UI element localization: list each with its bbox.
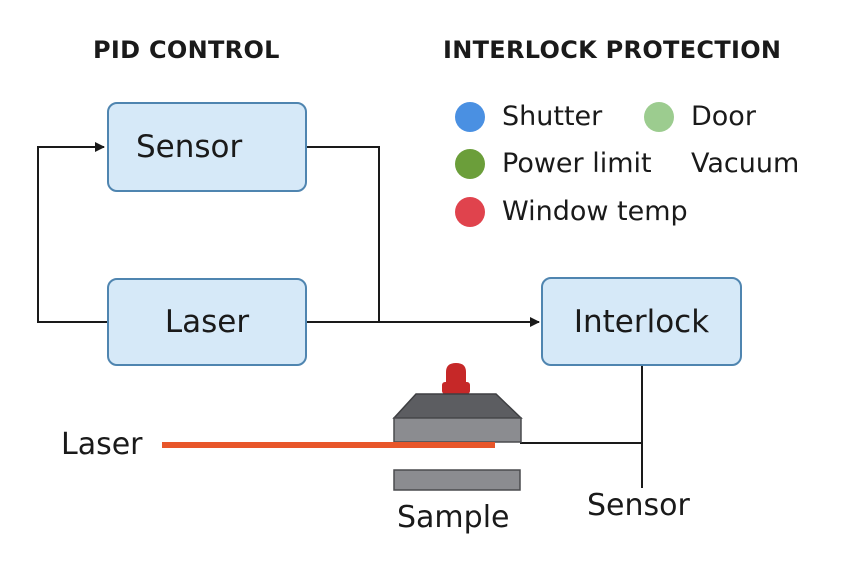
power-limit-dot-icon bbox=[455, 148, 485, 179]
sample-label: Sample bbox=[397, 500, 510, 535]
laser-box: Laser bbox=[107, 278, 307, 366]
laser-source-label: Laser bbox=[61, 427, 143, 462]
sensor-box-label: Sensor bbox=[136, 129, 243, 165]
legend-item-power-limit: Power limit bbox=[455, 148, 652, 179]
sample-plate bbox=[393, 469, 521, 491]
chamber-lid bbox=[392, 393, 523, 419]
legend-item-window-temp: Window temp bbox=[455, 196, 688, 227]
legend-item-vacuum: Vacuum bbox=[691, 148, 799, 179]
sensor-box: Sensor bbox=[107, 102, 307, 192]
legend-label-power-limit: Power limit bbox=[502, 148, 652, 179]
interlock-box-label: Interlock bbox=[573, 303, 710, 340]
legend-label-shutter: Shutter bbox=[502, 101, 603, 132]
legend-label-door: Door bbox=[691, 101, 756, 132]
chamber-knob bbox=[442, 363, 470, 394]
chamber-body bbox=[393, 417, 522, 443]
interlock-box: Interlock bbox=[541, 277, 742, 366]
feedback-wire bbox=[37, 142, 107, 323]
legend-item-door: Door bbox=[644, 101, 756, 132]
interlock-protection-heading: INTERLOCK PROTECTION bbox=[443, 36, 782, 64]
window-temp-dot-icon bbox=[455, 196, 485, 227]
shutter-dot-icon bbox=[455, 101, 485, 132]
legend-label-window-temp: Window temp bbox=[502, 196, 688, 227]
sensor-label: Sensor bbox=[587, 488, 690, 523]
laser-box-label: Laser bbox=[164, 304, 250, 340]
sensor-output-wire bbox=[307, 146, 380, 322]
laser-beam bbox=[162, 442, 495, 448]
door-dot-icon bbox=[644, 101, 674, 132]
legend-label-vacuum: Vacuum bbox=[691, 148, 800, 179]
pid-control-heading: PID CONTROL bbox=[93, 36, 280, 64]
legend-item-shutter: Shutter bbox=[455, 101, 602, 132]
